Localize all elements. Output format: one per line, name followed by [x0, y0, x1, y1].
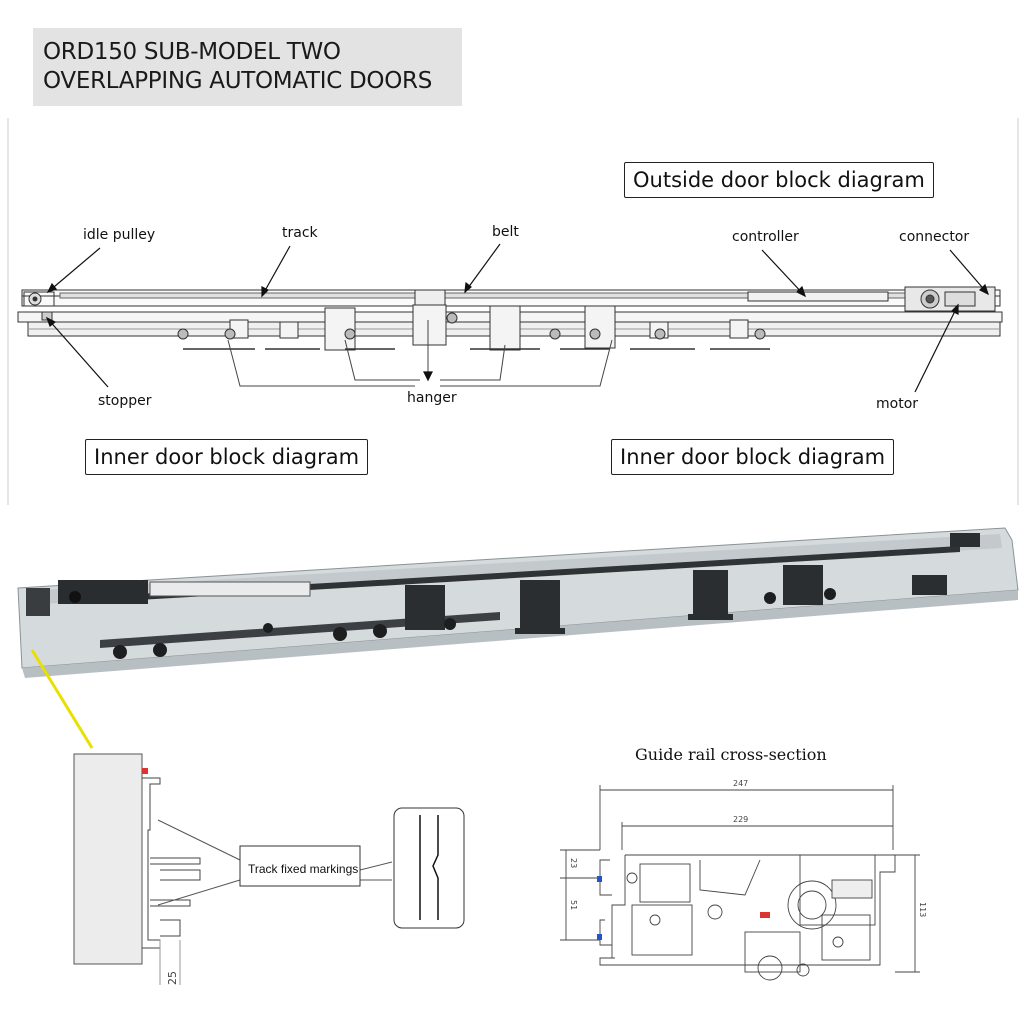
cross-section-title: Guide rail cross-section — [635, 745, 827, 764]
dimension-247: 247 — [733, 779, 749, 788]
label-idle-pulley: idle pulley — [83, 227, 156, 243]
label-motor: motor — [876, 396, 919, 412]
label-stopper: stopper — [98, 393, 152, 409]
inner-door-diagram-title-right: Inner door block diagram — [611, 439, 895, 475]
label-hanger: hanger — [407, 390, 457, 406]
cross-section-drawing — [560, 785, 920, 981]
dimension-229: 229 — [733, 815, 749, 824]
label-belt: belt — [492, 224, 519, 240]
title-banner: ORD150 SUB-MODEL TWO OVERLAPPING AUTOMAT… — [33, 28, 462, 106]
track-fixed-markings-label: Track fixed markings — [248, 862, 359, 876]
dimension-113: 113 — [918, 902, 927, 918]
label-connector: connector — [899, 229, 970, 245]
outside-door-diagram-title: Outside door block diagram — [624, 162, 934, 198]
dimension-23: 23 — [569, 858, 578, 869]
label-controller: controller — [732, 229, 799, 245]
title-line-2: OVERLAPPING AUTOMATIC DOORS — [43, 68, 432, 94]
dimension-51: 51 — [569, 900, 578, 911]
track-block-diagram — [17, 286, 1003, 387]
dimension-25: 25 — [166, 971, 179, 985]
label-track: track — [282, 225, 318, 241]
inner-door-diagram-title-left: Inner door block diagram — [85, 439, 369, 475]
page-title: ORD150 SUB-MODEL TWO OVERLAPPING AUTOMAT… — [43, 38, 432, 96]
track-detail-section — [73, 753, 465, 985]
title-line-1: ORD150 SUB-MODEL TWO — [43, 39, 341, 65]
rail-3d-illustration — [17, 527, 1019, 678]
